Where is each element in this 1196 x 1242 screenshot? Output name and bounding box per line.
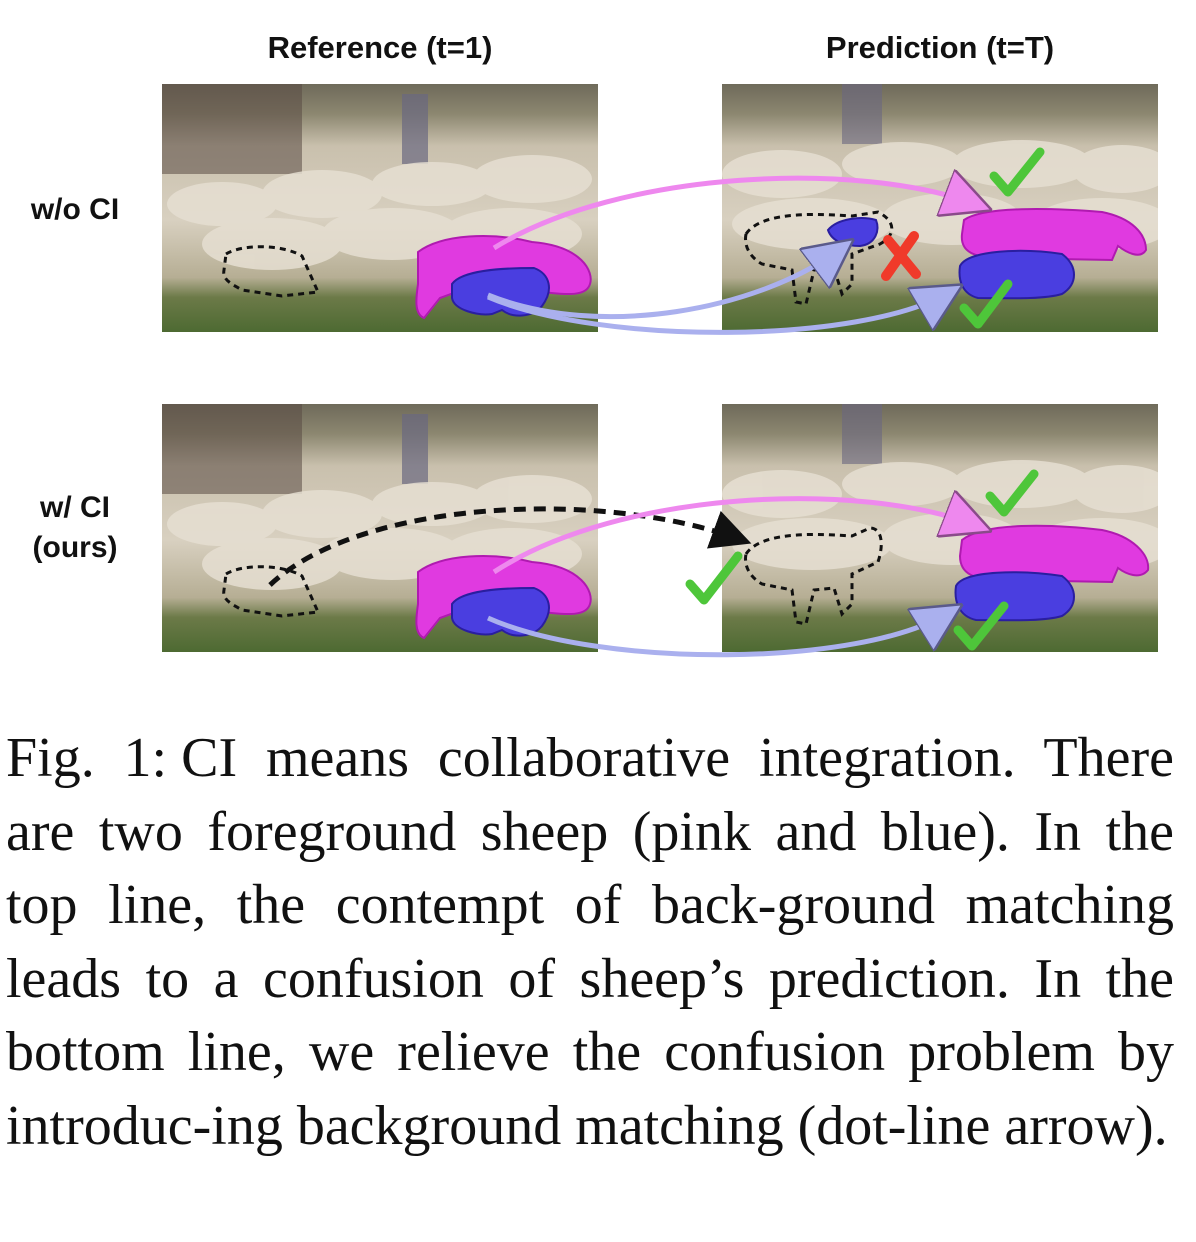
blue-sheep-mask xyxy=(451,586,550,637)
prediction-frame-top xyxy=(722,84,1158,332)
background-sheep-outline xyxy=(222,245,321,298)
blue-sheep-mask xyxy=(451,266,550,317)
prediction-column-title: Prediction (t=T) xyxy=(825,30,1055,65)
caption-text: CI means collaborative integration. Ther… xyxy=(6,727,1174,1157)
row-label-with-ci-line1: w/ CI xyxy=(39,491,110,524)
figure: Reference (t=1) Prediction (t=T) w/o CI … xyxy=(0,30,1158,658)
row-label-with-ci-line2: (ours) xyxy=(32,531,118,564)
reference-frame-bottom xyxy=(162,404,598,652)
figure-caption: Fig. 1:CI means collaborative integratio… xyxy=(6,722,1174,1163)
blue-sheep-mask-2 xyxy=(958,249,1075,300)
caption-label: Fig. 1: xyxy=(6,727,168,789)
row-label-without-ci: w/o CI xyxy=(30,193,120,226)
background-sheep-outline xyxy=(222,565,321,618)
reference-column-title: Reference (t=1) xyxy=(267,30,493,65)
blue-sheep-mask xyxy=(954,571,1075,622)
prediction-frame-bottom xyxy=(722,404,1158,652)
row-label-with-ci: w/ CI (ours) xyxy=(0,488,150,568)
reference-frame-top xyxy=(162,84,598,332)
